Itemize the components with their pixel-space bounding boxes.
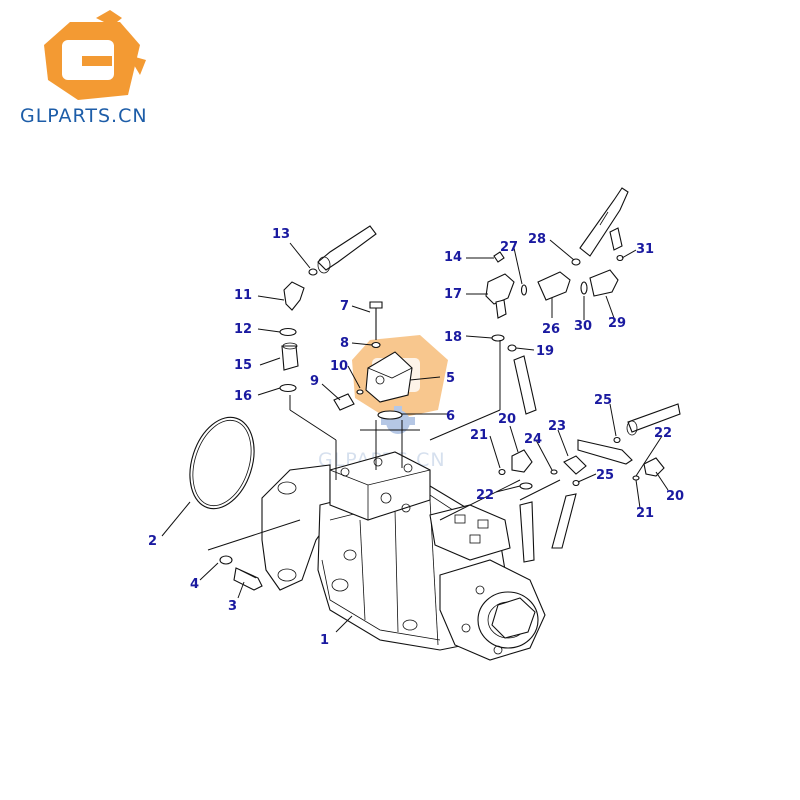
callout-27: 27: [500, 240, 518, 255]
callout-15: 15: [234, 358, 252, 373]
callout-20-a: 20: [498, 412, 516, 427]
callout-21-b: 21: [636, 506, 654, 521]
callout-29: 29: [608, 316, 626, 331]
callout-4: 4: [190, 577, 199, 592]
logo-text: GLPARTS.CN: [20, 105, 148, 127]
right-lower-fittings: [439, 403, 681, 563]
bolt-and-washer: [207, 519, 301, 591]
brand-logo: GLPARTS.CN: [20, 10, 148, 127]
callout-25-b: 25: [596, 468, 614, 483]
callout-28: 28: [528, 232, 546, 247]
callout-12: 12: [234, 322, 252, 337]
callout-10: 10: [330, 359, 348, 374]
callout-8: 8: [340, 336, 349, 351]
callout-19: 19: [536, 344, 554, 359]
callout-21-a: 21: [470, 428, 488, 443]
callout-22-a: 22: [476, 488, 494, 503]
callout-1: 1: [320, 633, 329, 648]
logo-icon: [44, 10, 146, 100]
right-top-fittings: [429, 187, 629, 441]
callout-24: 24: [524, 432, 542, 447]
callout-7: 7: [340, 299, 349, 314]
leader-lines: [161, 239, 669, 633]
callout-3: 3: [228, 599, 237, 614]
callout-labels: 1 2 3 4 5 6 7 8 9 10 11 12 13 14 15 16 1…: [148, 227, 684, 648]
callout-5: 5: [446, 371, 455, 386]
callout-11: 11: [234, 288, 252, 303]
callout-31: 31: [636, 242, 654, 257]
callout-18: 18: [444, 330, 462, 345]
callout-25-a: 25: [594, 393, 612, 408]
left-fitting-stack: [279, 225, 377, 480]
callout-30: 30: [574, 319, 592, 334]
callout-6: 6: [446, 409, 455, 424]
callout-9: 9: [310, 374, 319, 389]
callout-16: 16: [234, 389, 252, 404]
main-pump-assembly: [261, 451, 546, 661]
callout-20-b: 20: [666, 489, 684, 504]
center-valve-block: [333, 301, 420, 470]
callout-14: 14: [444, 250, 462, 265]
callout-22-b: 22: [654, 426, 672, 441]
callout-26: 26: [542, 322, 560, 337]
callout-2: 2: [148, 534, 157, 549]
callout-13: 13: [272, 227, 290, 242]
o-ring: [189, 416, 255, 510]
callout-17: 17: [444, 287, 462, 302]
callout-23: 23: [548, 419, 566, 434]
